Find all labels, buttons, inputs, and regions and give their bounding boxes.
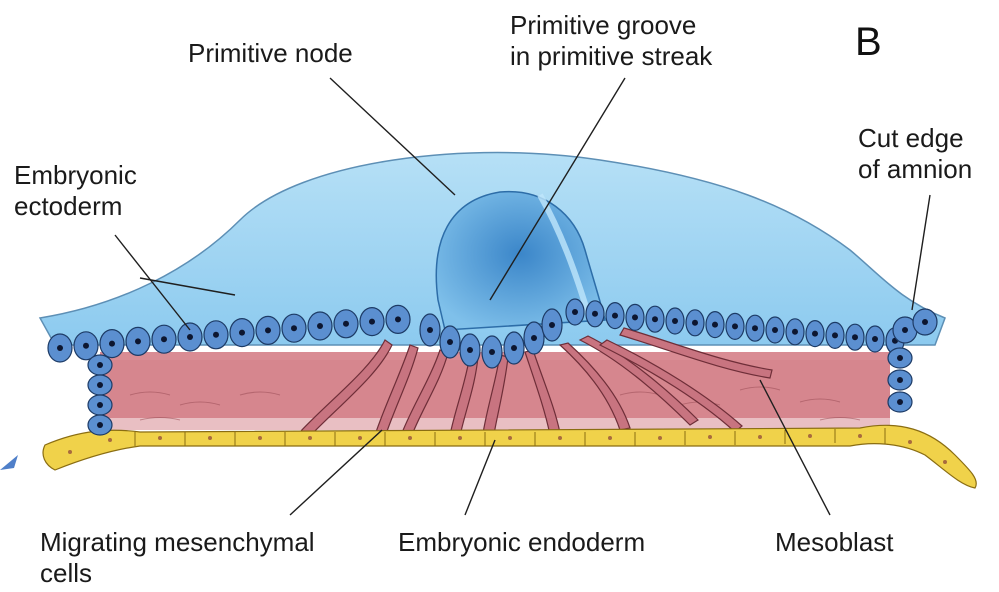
side-cell-nucleus (97, 382, 103, 388)
cell-nucleus (427, 327, 433, 333)
label-embryonic-ectoderm-line2: ectoderm (14, 191, 137, 222)
cell-nucleus (511, 345, 517, 351)
label-primitive-groove-line1: Primitive groove (510, 10, 712, 41)
label-primitive-groove: Primitive groove in primitive streak (510, 10, 712, 72)
endoderm-layer (43, 425, 976, 488)
cell-nucleus (832, 332, 838, 338)
cell-nucleus (489, 349, 495, 355)
cell-nucleus (572, 309, 578, 315)
blue-arrow-mark (0, 455, 18, 470)
label-embryonic-endoderm: Embryonic endoderm (398, 527, 645, 558)
side-cell-nucleus (97, 362, 103, 368)
side-cell-nucleus (97, 402, 103, 408)
cell-nucleus (395, 316, 401, 322)
cell-nucleus (672, 318, 678, 324)
cell-nucleus (549, 322, 555, 328)
cell-nucleus (447, 339, 453, 345)
label-cut-edge-amnion-line2: of amnion (858, 154, 972, 185)
cell-nucleus (592, 311, 598, 317)
cell-nucleus (467, 347, 473, 353)
cell-nucleus (632, 314, 638, 320)
cell-nucleus (265, 327, 271, 333)
cell-nucleus (692, 320, 698, 326)
cell-nucleus (187, 334, 193, 340)
label-migrating-mesenchymal: Migrating mesenchymal cells (40, 527, 315, 589)
side-cell-nucleus (897, 399, 903, 405)
label-primitive-groove-line2: in primitive streak (510, 41, 712, 72)
cell-nucleus (291, 325, 297, 331)
label-primitive-node-line1: Primitive node (188, 38, 353, 69)
cell-nucleus (109, 341, 115, 347)
side-cell-nucleus (897, 377, 903, 383)
cell-nucleus (772, 327, 778, 333)
cell-nucleus (792, 329, 798, 335)
label-mesoblast-line1: Mesoblast (775, 527, 894, 558)
cell-nucleus (369, 319, 375, 325)
cell-nucleus (135, 338, 141, 344)
panel-letter: B (855, 20, 882, 64)
cell-nucleus (531, 335, 537, 341)
cell-nucleus (652, 316, 658, 322)
label-embryonic-ectoderm: Embryonic ectoderm (14, 160, 137, 222)
label-migrating-mesenchymal-line1: Migrating mesenchymal (40, 527, 315, 558)
cell-nucleus (712, 322, 718, 328)
label-embryonic-ectoderm-line1: Embryonic (14, 160, 137, 191)
label-migrating-mesenchymal-line2: cells (40, 558, 315, 589)
cell-nucleus (872, 336, 878, 342)
label-cut-edge-amnion: Cut edge of amnion (858, 123, 972, 185)
side-cell-nucleus (897, 355, 903, 361)
cell-nucleus (852, 334, 858, 340)
cell-nucleus (161, 336, 167, 342)
cell-nucleus (752, 325, 758, 331)
cell-nucleus (812, 331, 818, 337)
cell-nucleus (922, 319, 928, 325)
cell-nucleus (612, 313, 618, 319)
cell-nucleus (732, 323, 738, 329)
label-primitive-node: Primitive node (188, 38, 353, 69)
cell-nucleus (317, 323, 323, 329)
cell-nucleus (57, 345, 63, 351)
label-embryonic-endoderm-line1: Embryonic endoderm (398, 527, 645, 558)
label-cut-edge-amnion-line1: Cut edge (858, 123, 972, 154)
cell-nucleus (213, 332, 219, 338)
cell-nucleus (902, 327, 908, 333)
cell-nucleus (239, 330, 245, 336)
cell-nucleus (83, 343, 89, 349)
cell-nucleus (343, 321, 349, 327)
label-mesoblast: Mesoblast (775, 527, 894, 558)
side-cell-nucleus (97, 422, 103, 428)
